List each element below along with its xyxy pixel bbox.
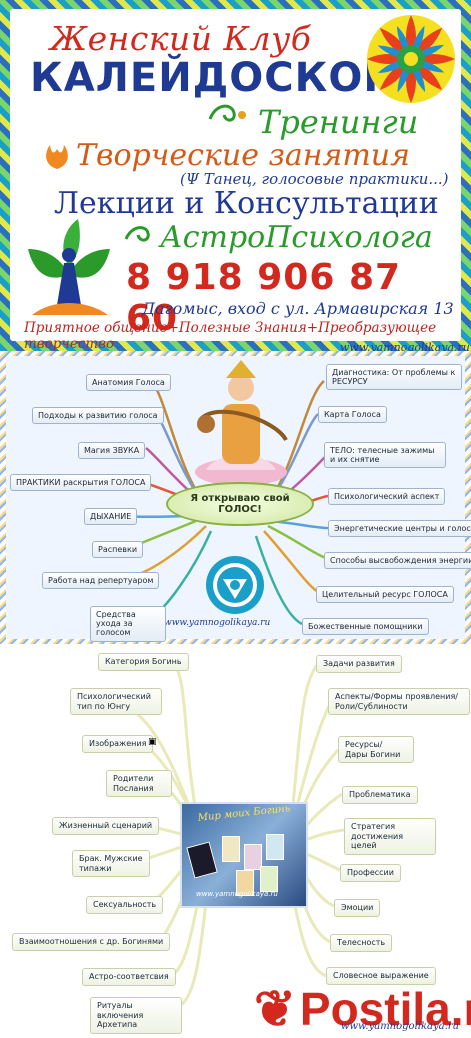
voice-node-left-6: Распевки [92,541,144,559]
goddess-node-right-9: Словесное выражение [326,967,436,985]
club-title-line1: Женский Клуб [50,19,312,58]
voice-center-node: Я открываю свой ГОЛОС! [166,482,314,526]
creative-label: Творческие занятия [76,138,410,173]
tarot-card [266,834,284,860]
goddess-node-right-6: Профессии [340,864,401,882]
goddess-node-left-8: Взаимоотношения с др. Богинями [12,933,171,951]
goddess-node-right-5: Стратегия достижения целей [344,818,436,855]
voice-site-url: www.yamnogolikaya.ru [164,618,271,628]
swirl-icon [208,104,246,122]
tree-figure-icon [28,219,110,315]
phone-number: 8 918 906 87 60 [126,257,402,339]
goddess-node-right-4: Проблематика [342,786,418,804]
tarot-card [222,836,240,862]
postila-watermark: ❦ Postila.ru [254,980,471,1038]
swirl-icon [124,226,150,242]
goddess-node-left-4: Родители Послания [106,770,172,798]
voice-node-left-3: Магия ЗВУКА [78,442,146,460]
image-icon: ▣ [148,737,157,747]
goddess-node-left-2: Психологический тип по Юнгу [70,688,162,716]
mandala-icon [367,15,455,103]
voice-mindmap-canvas: Я открываю свой ГОЛОС! www.yamnogolikaya… [6,356,471,642]
goddess-mindmap: Мир моих Богинь www.yamnogolikaya.ru Кат… [0,644,471,1038]
card-deck [186,841,218,879]
voice-node-right-8: Божественные помощники [302,618,429,636]
voice-node-right-2: Карта Голоса [318,406,387,424]
postila-text: Postila.ru [299,983,471,1035]
voice-node-right-7: Целительный ресурс ГОЛОСА [316,586,454,604]
voice-node-left-4: ПРАКТИКИ раскрытия ГОЛОСА [10,474,152,492]
voice-node-left-2: Подходы к развитию голоса [32,407,164,425]
tarot-card [244,844,262,870]
goddess-node-left-10: Ритуалы включения Архетипа [90,997,182,1034]
goddess-icon [195,360,288,486]
goddess-node-left-3: Изображения [82,735,154,753]
astro-label: АстроПсихолога [160,220,433,255]
voice-node-left-7: Работа над репертуаром [42,572,160,590]
voice-node-right-4: Психологический аспект [328,488,446,506]
goddess-node-right-7: Эмоции [334,899,381,917]
goddess-node-left-6: Брак. Мужские типажи [72,850,150,878]
goddess-center-image: Мир моих Богинь www.yamnogolikaya.ru [180,802,308,908]
voice-node-left-1: Анатомия Голоса [86,374,171,392]
trainings-label: Тренинги [258,103,419,141]
goddess-node-right-8: Телесность [330,934,393,952]
address: Дагомыс, вход с ул. Армавирская 13 [142,299,454,318]
site-url: www.yamnogolikaya.ru [340,341,470,351]
club-title-line2: КАЛЕЙДОСКОП [30,55,398,101]
voice-node-left-5: ДЫХАНИЕ [84,508,138,526]
goddess-node-left-7: Сексуальность [86,896,164,914]
goddess-node-left-9: Астро-соответсвия [82,968,176,986]
slogan: Приятное общение+Полезные Знания+Преобра… [24,320,437,351]
voice-node-right-1: Диагностика: От проблемы к РЕСУРСУ [326,364,462,391]
goddess-node-left-5: Жизненный сценарий [52,817,160,835]
dance-label: (Ψ Танец, голосовые практики...) [180,170,449,188]
voice-node-right-6: Способы высвобождения энергии [324,552,471,570]
goddess-center-site: www.yamnogolikaya.ru [196,890,278,898]
tarot-card [236,870,254,896]
goddess-node-right-2: Аспекты/Формы проявления/ Роли/Сублиност… [328,688,470,716]
postila-logo-icon: ❦ [254,981,296,1037]
goddess-center-title: Мир моих Богинь [197,803,291,824]
voice-node-right-3: ТЕЛО: телесные зажимы и их снятие [324,442,446,469]
goddess-node-left-1: Категория Богинь [98,653,189,671]
voice-node-left-8: Средства ухода за голосом [90,606,166,642]
lectures-label: Лекции и Консультации [54,186,439,221]
goddess-node-right-1: Задачи развития [316,655,402,673]
goddess-node-right-3: Ресурсы/ Дары Богини [338,736,414,764]
goddess-site-url: www.yamnogolikaya.ru [340,1021,459,1032]
voice-node-right-5: Энергетические центры и голос [328,520,471,538]
voice-mindmap: Я открываю свой ГОЛОС! www.yamnogolikaya… [0,351,471,644]
chakra-icon [206,556,264,614]
flame-icon [46,145,68,169]
banner-card: Женский Клуб КАЛЕЙДОСКОП [10,9,470,351]
club-banner: Женский Клуб КАЛЕЙДОСКОП [0,0,471,351]
tarot-card [260,866,278,892]
